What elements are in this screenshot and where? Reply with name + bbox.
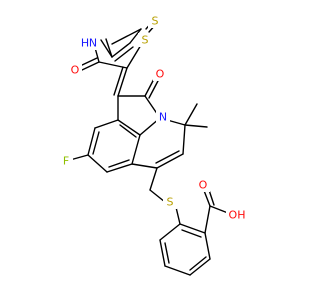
bond-c-oh (209, 205, 229, 214)
bond-bz-4-double (189, 256, 207, 271)
bond-c4-o (81, 61, 100, 71)
label-bg-o-thiazolidinone (68, 63, 82, 77)
bond-ch2-s (149, 189, 166, 203)
bond-bz-4 (189, 258, 211, 276)
bond-c2-s-ring-fwd (100, 39, 113, 58)
bond-c8a-c8b (117, 119, 141, 136)
atom-o-thiazolidinone: O (71, 64, 80, 77)
bond-bz-5 (204, 232, 211, 260)
atom-f: F (63, 155, 69, 168)
bond-ar-2 (87, 127, 96, 156)
bond-ar-2-double (92, 131, 100, 155)
bond-bz-1 (159, 223, 181, 241)
bond-ar-1 (94, 119, 119, 129)
bond-c2-n (111, 28, 142, 45)
bonds (69, 20, 229, 276)
bond-thioxo-c (111, 42, 131, 58)
atom-n-ring: N (159, 111, 167, 124)
bond-c5-exo-double (113, 66, 124, 96)
atom-n-imide: N (89, 37, 97, 50)
bond-c-ar5 (131, 163, 158, 169)
chemical-structure-diagram: S N H S O O N F S O OH (59, 14, 248, 276)
atom-o-hydroxyl: OH (229, 209, 246, 222)
bond-ar-5 (131, 134, 141, 165)
label-bg-o-lactam (153, 67, 167, 81)
bond-ar-6-double (119, 124, 137, 138)
bond-bz-2-double (164, 242, 170, 264)
bond-c2-s-ring (105, 38, 113, 58)
bond-bz-6 (179, 223, 206, 234)
atom-o-lactam: O (156, 68, 165, 81)
bond-bz-6-double (181, 229, 202, 238)
atom-o-carbonyl: O (199, 179, 208, 192)
label-bg-s-ring (138, 33, 152, 47)
bond-c5-exo (117, 67, 128, 97)
label-bg-n-imide (82, 36, 98, 50)
label-bg-o-carbonyl (196, 178, 210, 192)
bond-ch-c (156, 153, 184, 169)
label-bg-s-thioxo (148, 14, 162, 28)
bond-ar-cooh (204, 205, 211, 234)
bond-ar-4-double (108, 159, 130, 168)
atom-s-thioether: S (167, 196, 174, 209)
atom-s-thioxo: S (152, 15, 159, 28)
bond-cme2-ch (182, 124, 186, 155)
bond-cme2-me2 (184, 124, 208, 128)
bond-c-ch2 (149, 167, 158, 191)
bond-ar-3 (87, 154, 108, 173)
bond-ar-4 (106, 163, 133, 173)
label-bg-f (59, 154, 73, 168)
atom-s-ring: S (142, 34, 149, 47)
label-bg-n-ring (156, 110, 170, 124)
label-bg-o-hydroxyl (226, 208, 248, 222)
atom-labels: S N H S O O N F S O OH (59, 14, 248, 222)
bond-bz-3 (164, 265, 191, 276)
bond-ch-c-double (155, 150, 180, 164)
bond-cme2-me1 (184, 103, 198, 126)
bond-thioxo-c-double (114, 46, 134, 62)
bond-c2-o-lactam-double (148, 78, 160, 99)
bond-bz-2 (159, 239, 166, 267)
bond-c-s-ring (129, 28, 142, 44)
atom-h-imide: H (81, 37, 89, 50)
bond-c4-o-double (79, 57, 98, 67)
label-bg-s-thioether (163, 195, 177, 209)
